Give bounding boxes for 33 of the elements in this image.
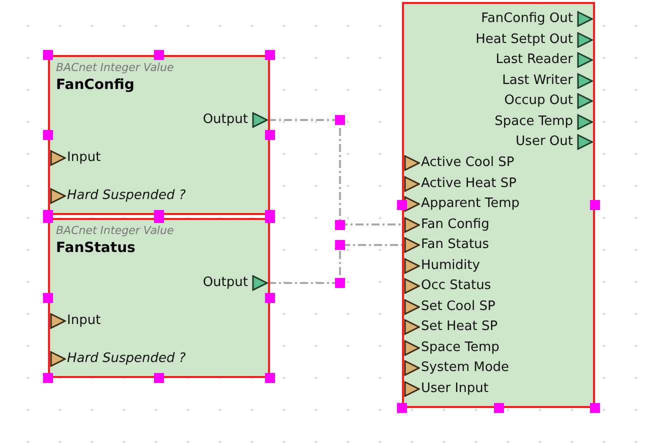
port-label: Space Temp xyxy=(494,114,573,130)
port-label: User Input xyxy=(421,380,488,396)
port-label: Space Temp xyxy=(421,340,500,356)
port-label: Heat Setpt Out xyxy=(476,32,573,48)
port-label: Last Reader xyxy=(496,52,573,68)
port-label: System Mode xyxy=(421,360,510,376)
function-block xyxy=(402,2,595,408)
block-type-label: BACnet Integer Value xyxy=(56,224,174,237)
port-label: Active Heat SP xyxy=(421,176,516,192)
function-block xyxy=(48,55,270,215)
port-label: FanConfig Out xyxy=(481,11,573,27)
connector-line xyxy=(268,244,404,284)
port-label: Hard Suspended ? xyxy=(67,351,186,367)
port-label: Set Heat SP xyxy=(421,319,498,335)
port-label: Output xyxy=(202,275,248,291)
port-label: Input xyxy=(67,150,101,166)
block-type-label: BACnet Integer Value xyxy=(56,61,174,74)
port-label: User Out xyxy=(516,134,573,150)
port-label: Occup Out xyxy=(504,93,573,109)
block-name: FanStatus xyxy=(56,240,136,256)
port-label: Fan Status xyxy=(421,237,490,253)
port-label: Humidity xyxy=(421,258,480,274)
port-label: Hard Suspended ? xyxy=(67,188,186,204)
port-label: Apparent Temp xyxy=(421,196,520,212)
port-label: Set Cool SP xyxy=(421,298,496,314)
port-label: Input xyxy=(67,313,101,329)
port-label: Active Cool SP xyxy=(421,155,514,171)
port-label: Fan Config xyxy=(421,216,490,232)
port-label: Last Writer xyxy=(502,72,573,88)
port-label: Occ Status xyxy=(421,278,492,294)
function-block xyxy=(48,218,270,378)
block-name: FanConfig xyxy=(56,77,134,93)
port-label: Output xyxy=(202,112,248,128)
